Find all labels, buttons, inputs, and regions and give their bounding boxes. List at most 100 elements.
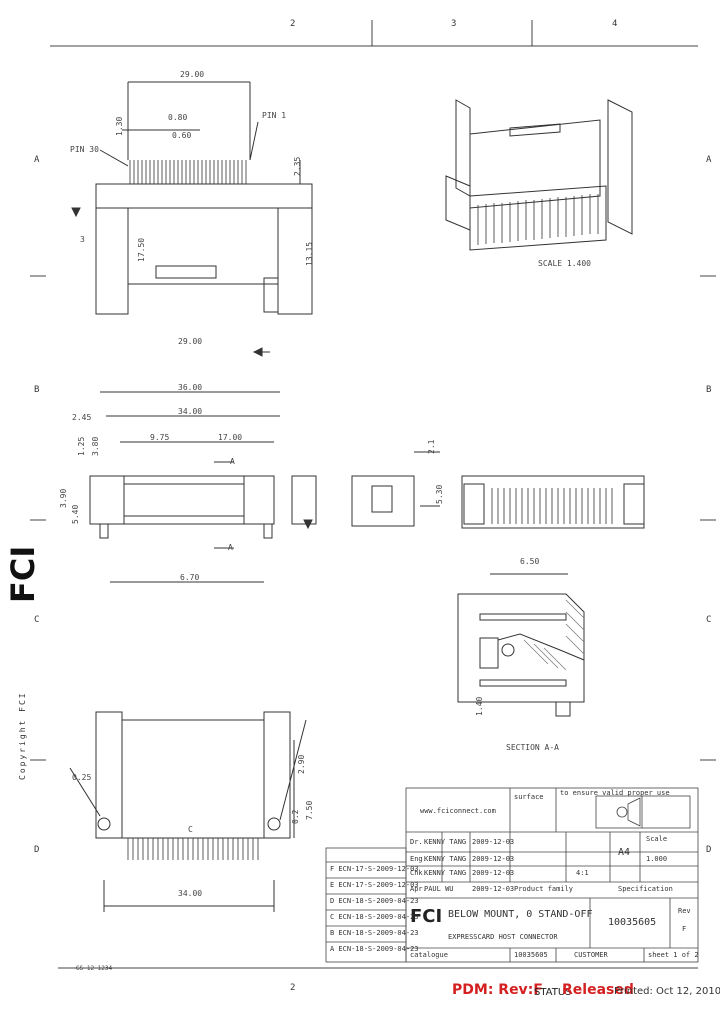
dim-side-650: 6.50	[520, 557, 540, 566]
pin1-label: PIN 1	[262, 111, 287, 120]
copyright-text: Copyright FCI	[18, 691, 27, 780]
svg-text:FCI: FCI	[410, 906, 442, 927]
dim-top-pin: 0.60	[172, 131, 192, 140]
tb-catalogue: catalogue	[410, 951, 448, 959]
fci-logo: FCI	[4, 546, 42, 603]
dim-front-670: 6.70	[180, 573, 200, 582]
dim-bottom-025: 0.25	[72, 773, 92, 782]
tb-rev-row-2: E ECN-17-S-2009-12-03	[330, 881, 419, 889]
tb-rev-row-1: F ECN-17-S-2009-12-03	[330, 865, 419, 873]
iso-view	[445, 99, 633, 251]
dim-front-390: 3.90	[59, 488, 68, 508]
printed-date: Printed: Oct 12, 2010	[614, 986, 720, 997]
status-value: Released	[562, 982, 634, 998]
tb-rev-row-5: B ECN-18-S-2009-04-23	[330, 929, 419, 937]
tb-specification: Specification	[618, 885, 673, 893]
dim-front-36: 36.00	[178, 383, 203, 392]
tb-size: A4	[618, 847, 631, 858]
tb-sig-name-4: PAUL WU	[424, 885, 454, 893]
dim-bottom-290: 2.90	[297, 754, 306, 774]
section-label: SECTION A-A	[506, 743, 559, 752]
tb-doc-no: 10035605	[514, 951, 548, 959]
zone-top-2: 2	[290, 19, 296, 29]
tb-sig-role-2: Eng.	[410, 855, 427, 863]
tb-product-family: Product family	[514, 885, 574, 893]
section-mark-a-bottom: A	[228, 543, 233, 552]
tb-sheet: sheet 1 of 2	[648, 951, 699, 959]
dim-top-offset: 1.30	[115, 116, 124, 136]
tb-sig-date-1: 2009-12-03	[472, 838, 515, 846]
front-view	[89, 391, 317, 583]
zone-side-b: B	[34, 385, 40, 395]
tb-scale-label: Scale	[646, 835, 668, 843]
dim-bottom-02: 0.2	[291, 809, 300, 824]
zone-side-d-right: D	[706, 845, 712, 855]
tb-sig-role-3: Chk.	[410, 869, 427, 877]
dim-top-width: 29.00	[180, 70, 205, 79]
zone-side-a: A	[34, 155, 40, 165]
tb-rev-row-3: D ECN-18-S-2009-04-23	[330, 897, 419, 905]
tb-part-no: 10035605	[608, 917, 657, 928]
zone-side-a-right: A	[706, 155, 712, 165]
dim-top-1750: 17.50	[137, 237, 146, 262]
top-view	[71, 81, 313, 357]
tb-sig-role-1: Dr.	[410, 838, 423, 846]
dim-top-235: 2.35	[293, 156, 302, 176]
tb-rev-row-6: A ECN-18-S-2009-04-23	[330, 945, 419, 953]
tb-title-1: BELOW MOUNT, 0 STAND-OFF	[448, 909, 593, 920]
tb-customer: CUSTOMER	[574, 951, 608, 959]
tb-scale: 4:1	[576, 869, 589, 877]
title-logo: FCI	[410, 906, 442, 927]
dim-front-380: 3.80	[91, 436, 100, 456]
tb-sig-name-2: KENNY TANG	[424, 855, 467, 863]
iso-scale: SCALE 1.400	[538, 259, 591, 268]
dim-section-140: 1.40	[475, 696, 484, 716]
tb-website: www.fciconnect.com	[420, 807, 496, 815]
dim-front-34: 34.00	[178, 407, 203, 416]
tb-title-2: EXPRESSCARD HOST CONNECTOR	[448, 933, 558, 941]
tb-sig-date-4: 2009-12-03	[472, 885, 515, 893]
doc-tag: GS-12-1234	[76, 965, 113, 972]
title-block	[325, 787, 699, 963]
tb-surface: surface	[514, 793, 544, 801]
zone-top-4: 4	[612, 19, 618, 29]
dim-front-975: 9.75	[150, 433, 170, 442]
tb-sig-date-3: 2009-12-03	[472, 869, 515, 877]
zone-side-d: D	[34, 845, 40, 855]
svg-text:FCI: FCI	[4, 546, 42, 603]
status-label: STATUS	[534, 987, 572, 998]
dim-top-1315: 13.15	[305, 241, 314, 266]
bottom-view	[69, 711, 307, 912]
tb-scale2: 1.000	[646, 855, 668, 863]
pdm-rev: PDM: Rev:F	[452, 982, 543, 998]
dim-front-540: 5.40	[71, 504, 80, 524]
zone-bottom-2: 2	[290, 983, 296, 993]
dim-bottom-750: 7.50	[305, 800, 314, 820]
pin30-label: PIN 30	[70, 145, 99, 154]
dim-front-125: 1.25	[77, 436, 86, 456]
tb-sig-name-3: KENNY TANG	[424, 869, 467, 877]
bottom-view-c: C	[188, 825, 193, 834]
section-mark-a-top: A	[230, 457, 235, 466]
zone-side-c-right: C	[706, 615, 712, 625]
dim-side-530: 5.30	[435, 484, 444, 504]
tb-sig-name-1: KENNY TANG	[424, 838, 467, 846]
tb-standard: to ensure valid proper use	[560, 789, 670, 797]
top-view-section-3: 3	[80, 235, 85, 244]
zone-side-c: C	[34, 615, 40, 625]
tb-rev-label: Rev	[678, 907, 691, 915]
dim-top-pitch: 0.80	[168, 113, 188, 122]
dim-bottom-34: 34.00	[178, 889, 203, 898]
zone-top-3: 3	[451, 19, 457, 29]
tb-rev-row-4: C ECN-18-S-2009-04-23	[330, 913, 419, 921]
zone-side-b-right: B	[706, 385, 712, 395]
dim-side-21: 2.1	[427, 439, 436, 454]
section-view	[457, 593, 585, 717]
tb-sig-date-2: 2009-12-03	[472, 855, 515, 863]
dim-front-245: 2.45	[72, 413, 92, 422]
dim-front-1700: 17.00	[218, 433, 243, 442]
tb-rev: F	[682, 925, 687, 933]
side-view	[351, 451, 645, 575]
tb-sig-role-4: Apr.	[410, 885, 427, 893]
